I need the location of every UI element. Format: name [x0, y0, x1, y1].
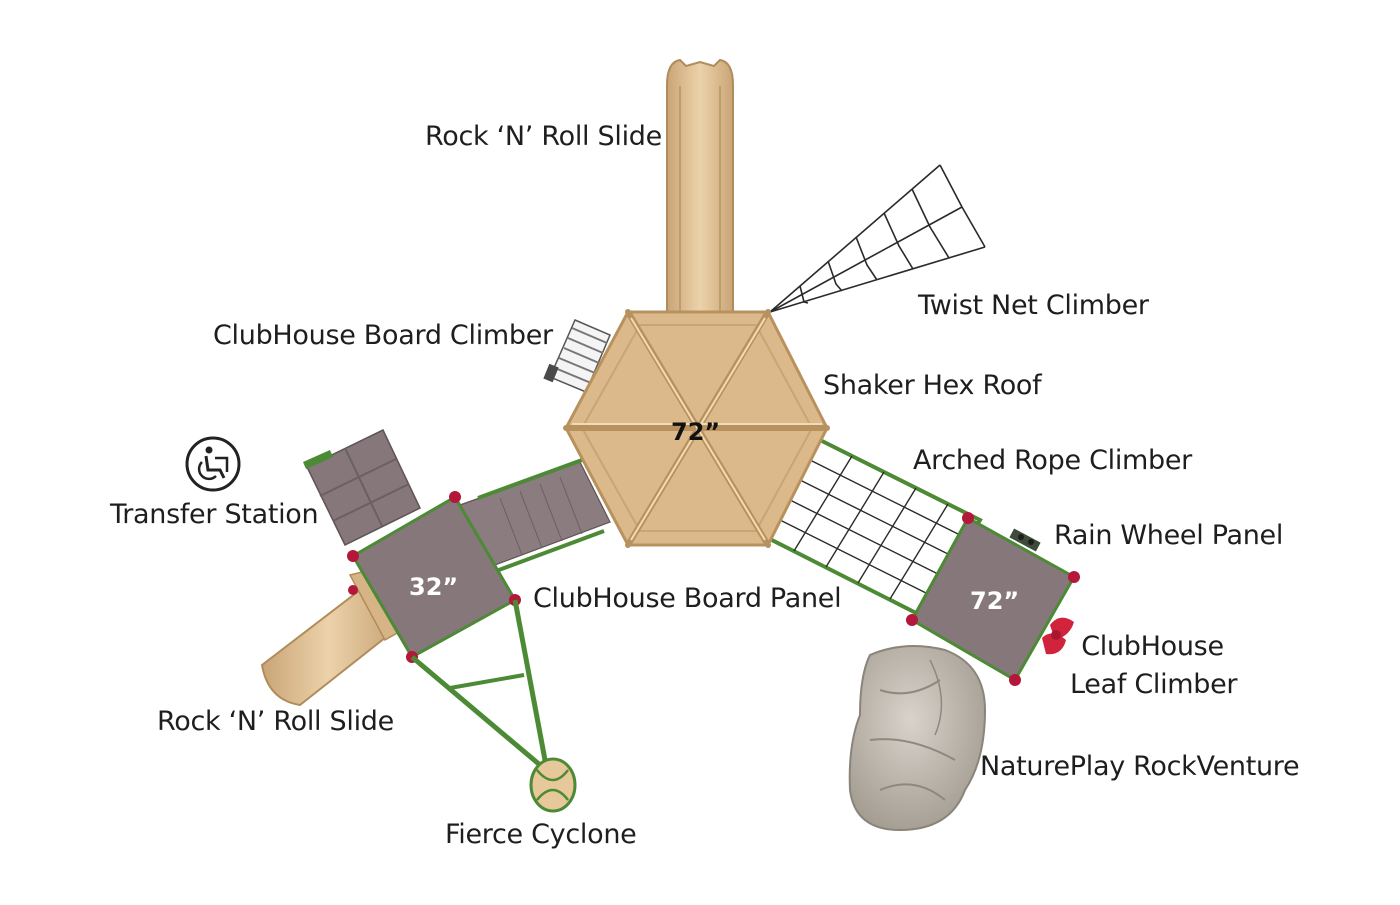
transfer-station [303, 428, 421, 547]
leaf-climber-label: ClubHouse Leaf Climber [1070, 628, 1238, 704]
top-slide [666, 58, 734, 331]
right-deck-height: 72” [970, 587, 1020, 615]
twist-net-climber-label: Twist Net Climber [918, 290, 1149, 321]
rockventure-label: NaturePlay RockVenture [980, 751, 1300, 782]
top-slide-label: Rock ‘N’ Roll Slide [425, 121, 662, 152]
twist-net-climber [769, 164, 986, 313]
clubhouse-board-climber [543, 319, 611, 393]
fierce-cyclone [410, 599, 577, 813]
board-panel-label: ClubHouse Board Panel [533, 583, 842, 614]
rain-wheel-panel-label: Rain Wheel Panel [1054, 520, 1284, 551]
left-deck-height: 32” [409, 573, 459, 601]
bottom-slide-label: Rock ‘N’ Roll Slide [157, 706, 394, 737]
natureplay-rockventure [848, 645, 987, 832]
hex-roof-label: Shaker Hex Roof [823, 370, 1042, 401]
center-deck-height: 72” [671, 418, 721, 446]
board-climber-label: ClubHouse Board Climber [213, 320, 553, 351]
wheelchair-transfer-icon [185, 436, 241, 492]
transfer-station-label: Transfer Station [110, 499, 319, 530]
clubhouse-board-panel [459, 454, 611, 576]
rain-wheel-panel [1009, 528, 1041, 552]
fierce-cyclone-label: Fierce Cyclone [445, 819, 637, 850]
shaker-hex-roof [563, 309, 830, 548]
leaf-climber-label-line1: ClubHouse [1081, 631, 1224, 662]
right-deck [906, 512, 1080, 686]
clubhouse-leaf-climber [1042, 617, 1074, 655]
leaf-climber-label-line2: Leaf Climber [1070, 669, 1238, 700]
arched-rope-climber-label: Arched Rope Climber [913, 445, 1192, 476]
